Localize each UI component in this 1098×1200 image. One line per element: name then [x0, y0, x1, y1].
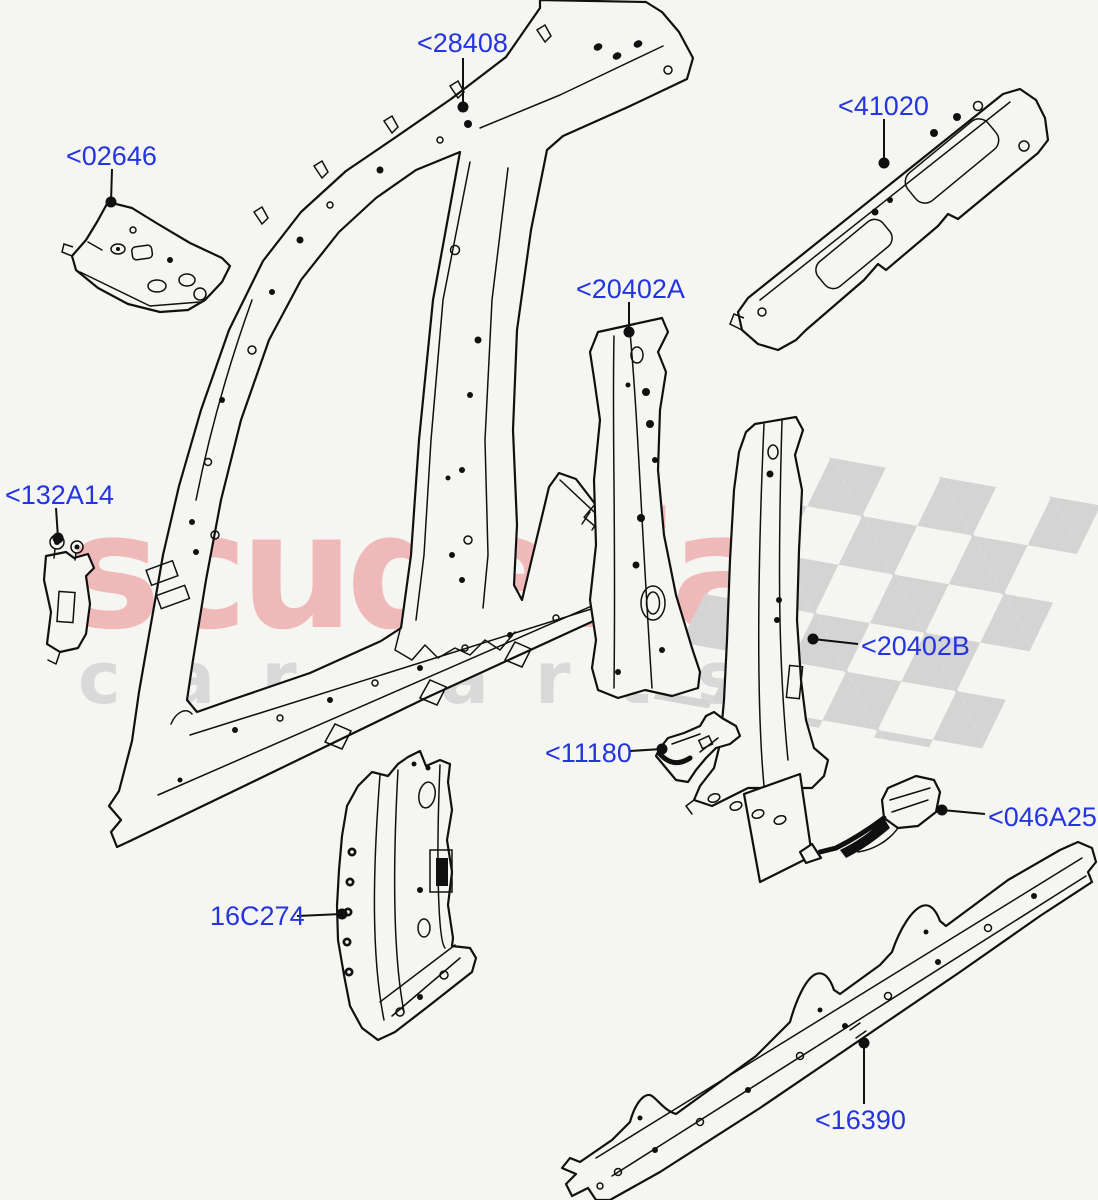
grommet-holes	[342, 847, 357, 977]
leader-dot-02646	[105, 196, 117, 208]
part-11180-drawing	[654, 710, 742, 784]
part-046A25-drawing	[798, 774, 942, 865]
part-20402A-drawing	[588, 316, 702, 700]
leader-dot-28408	[457, 101, 469, 113]
leader-dot-132A14	[52, 532, 64, 544]
leader-line-046A25	[941, 809, 986, 815]
leader-line-20402B	[812, 638, 859, 645]
leader-line-02646	[110, 168, 113, 203]
part-label-41020[interactable]: <41020	[838, 91, 929, 121]
part-label-132A14[interactable]: <132A14	[5, 480, 114, 510]
leader-dot-20402A	[623, 326, 635, 338]
leader-dot-16390	[858, 1037, 870, 1049]
part-label-28408[interactable]: <28408	[417, 28, 508, 58]
part-20402B-drawing	[685, 415, 830, 884]
part-label-16390[interactable]: <16390	[815, 1105, 906, 1135]
part-label-02646[interactable]: <02646	[66, 141, 157, 171]
leader-lines	[52, 58, 986, 1104]
part-28408-drawing	[107, 0, 695, 849]
part-16C274-drawing	[335, 749, 478, 1042]
leader-dot-16C274	[336, 908, 348, 920]
leader-dot-11180	[656, 743, 668, 755]
part-label-20402A[interactable]: <20402A	[576, 274, 685, 304]
leader-dot-20402B	[807, 633, 819, 645]
leader-dot-046A25	[936, 804, 948, 816]
leader-dot-41020	[878, 157, 890, 169]
part-16390-drawing	[560, 840, 1098, 1200]
part-label-11180[interactable]: <11180	[545, 738, 632, 768]
part-label-16C274[interactable]: 16C274	[210, 901, 305, 931]
part-02646-drawing	[61, 200, 232, 314]
part-label-20402B[interactable]: <20402B	[861, 631, 970, 661]
part-label-046A25[interactable]: <046A25	[988, 802, 1097, 832]
part-41020-drawing	[729, 87, 1050, 352]
leader-line-16C274	[296, 913, 343, 917]
